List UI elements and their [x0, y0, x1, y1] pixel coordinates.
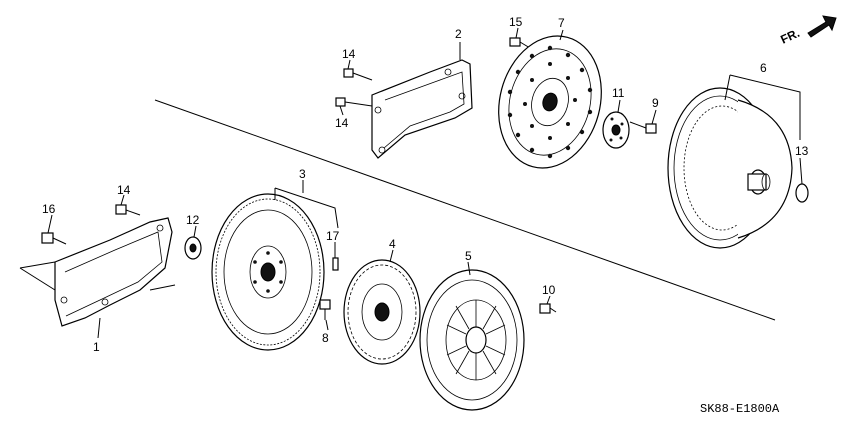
callout-1: 1: [93, 340, 100, 354]
part-14-bolt-upper-b: [335, 97, 373, 107]
callout-14-upper-b: 14: [335, 116, 349, 130]
part-16-bolt: [41, 232, 67, 245]
part-12-bearing: [184, 236, 202, 260]
direction-arrow-icon: [807, 15, 837, 38]
part-7-drive-plate: [498, 35, 602, 169]
callout-3: 3: [299, 167, 306, 181]
part-15-bolt: [509, 37, 531, 49]
part-6-torque-converter: [667, 87, 793, 249]
separator-line: [154, 99, 776, 321]
leader-lines: [47, 27, 803, 339]
callout-5: 5: [465, 249, 472, 263]
part-5-pressure-plate: [419, 269, 525, 411]
callout-10: 10: [542, 283, 556, 297]
part-13-o-ring: [795, 183, 809, 203]
callout-9: 9: [652, 96, 659, 110]
callout-4: 4: [389, 237, 396, 251]
direction-label: FR.: [778, 26, 801, 47]
front-direction-indicator: FR.: [778, 15, 837, 47]
part-8-bolt: [319, 299, 331, 320]
callout-14-lower: 14: [117, 183, 131, 197]
part-14-bolt-upper-a: [343, 68, 373, 81]
callout-15: 15: [509, 15, 523, 29]
part-10-bolt: [539, 303, 557, 314]
callout-11: 11: [612, 86, 625, 100]
part-4-clutch-disc: [343, 259, 421, 365]
callout-17: 17: [326, 229, 340, 243]
part-9-bolt: [629, 121, 657, 134]
diagram-code: SK88-E1800A: [700, 402, 780, 416]
part-14-bolt-lower: [115, 204, 141, 216]
callout-14-upper-a: 14: [342, 47, 356, 61]
callout-2: 2: [455, 27, 462, 41]
part-17-dowel-pin: [332, 257, 339, 271]
part-3-flywheel: [211, 193, 325, 351]
part-11-plate: [602, 111, 630, 149]
callout-6: 6: [760, 61, 767, 75]
callout-7: 7: [558, 16, 565, 30]
callout-13: 13: [795, 144, 809, 158]
callout-12: 12: [186, 213, 200, 227]
callout-8: 8: [322, 331, 329, 345]
part-2-upper-cover: [371, 59, 473, 159]
part-1-lower-cover: [19, 217, 176, 327]
callout-16: 16: [42, 202, 56, 216]
